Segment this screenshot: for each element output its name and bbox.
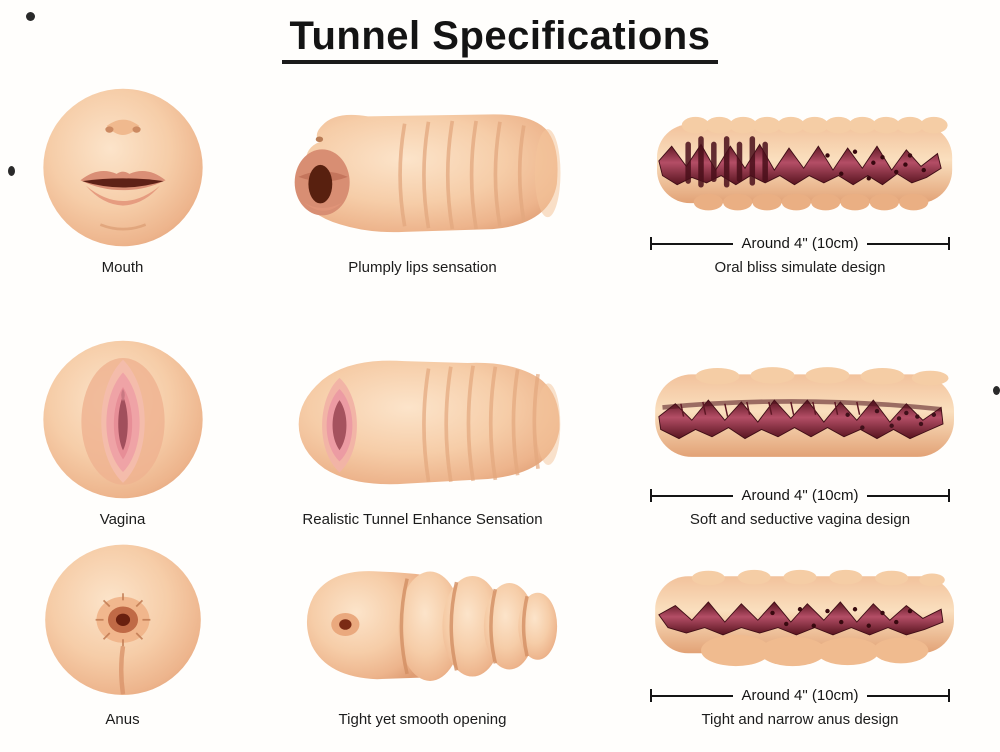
anus-front-cell: Anus	[0, 538, 245, 738]
vagina-cutaway-image	[655, 367, 954, 457]
measure-tick	[650, 689, 652, 702]
oral-measure-text: Around 4" (10cm)	[741, 235, 859, 252]
scan-speck	[26, 12, 35, 21]
mouth-side-label: Plumply lips sensation	[348, 259, 497, 276]
vagina-front-cell: Vagina	[0, 286, 245, 538]
vagina-label: Vagina	[99, 511, 146, 528]
mouth-side-image	[294, 114, 560, 233]
vagina-design-label: Soft and seductive vagina design	[689, 511, 911, 528]
mouth-front-image	[42, 88, 203, 247]
header: Tunnel Specifications	[0, 0, 1000, 71]
vagina-front-image	[42, 340, 203, 499]
vagina-side-image	[298, 360, 560, 485]
measure-line	[652, 494, 734, 497]
anus-side-cell: Tight yet smooth opening	[245, 538, 600, 738]
page-title: Tunnel Specifications	[281, 14, 719, 64]
measure-line	[866, 694, 949, 697]
anus-design-label: Tight and narrow anus design	[701, 711, 899, 728]
anus-measurement: Around 4" (10cm)	[650, 687, 951, 704]
oral-design-label: Oral bliss simulate design	[714, 259, 886, 276]
measure-tick	[948, 689, 951, 702]
oral-cutaway-image	[657, 116, 953, 211]
scan-speck	[993, 386, 1000, 395]
vagina-measure-text: Around 4" (10cm)	[741, 487, 859, 504]
measure-line	[652, 694, 734, 697]
scan-speck	[8, 166, 15, 176]
oral-cutaway-cell: Around 4" (10cm) Oral bliss simulate des…	[600, 71, 1000, 286]
anus-label: Anus	[105, 711, 140, 728]
anus-cutaway-image	[655, 569, 954, 667]
vagina-side-label: Realistic Tunnel Enhance Sensation	[302, 511, 543, 528]
measure-tick	[650, 237, 652, 250]
vagina-side-cell: Realistic Tunnel Enhance Sensation	[245, 286, 600, 538]
anus-side-image	[306, 571, 557, 681]
anus-cutaway-cell: Around 4" (10cm) Tight and narrow anus d…	[600, 538, 1000, 738]
vagina-cutaway-cell: Around 4" (10cm) Soft and seductive vagi…	[600, 286, 1000, 538]
oral-measurement: Around 4" (10cm)	[650, 235, 951, 252]
measure-line	[866, 242, 949, 245]
measure-line	[866, 494, 949, 497]
mouth-front-cell: Mouth	[0, 71, 245, 286]
mouth-side-cell: Plumply lips sensation	[245, 71, 600, 286]
anus-side-label: Tight yet smooth opening	[338, 711, 507, 728]
anus-front-image	[44, 544, 201, 695]
measure-tick	[650, 489, 652, 502]
vagina-measurement: Around 4" (10cm)	[650, 487, 951, 504]
measure-tick	[948, 237, 951, 250]
anus-measure-text: Around 4" (10cm)	[741, 687, 859, 704]
spec-grid: Mouth Plumply lips sen	[0, 71, 1000, 738]
measure-tick	[948, 489, 951, 502]
mouth-label: Mouth	[101, 259, 144, 276]
measure-line	[652, 242, 734, 245]
